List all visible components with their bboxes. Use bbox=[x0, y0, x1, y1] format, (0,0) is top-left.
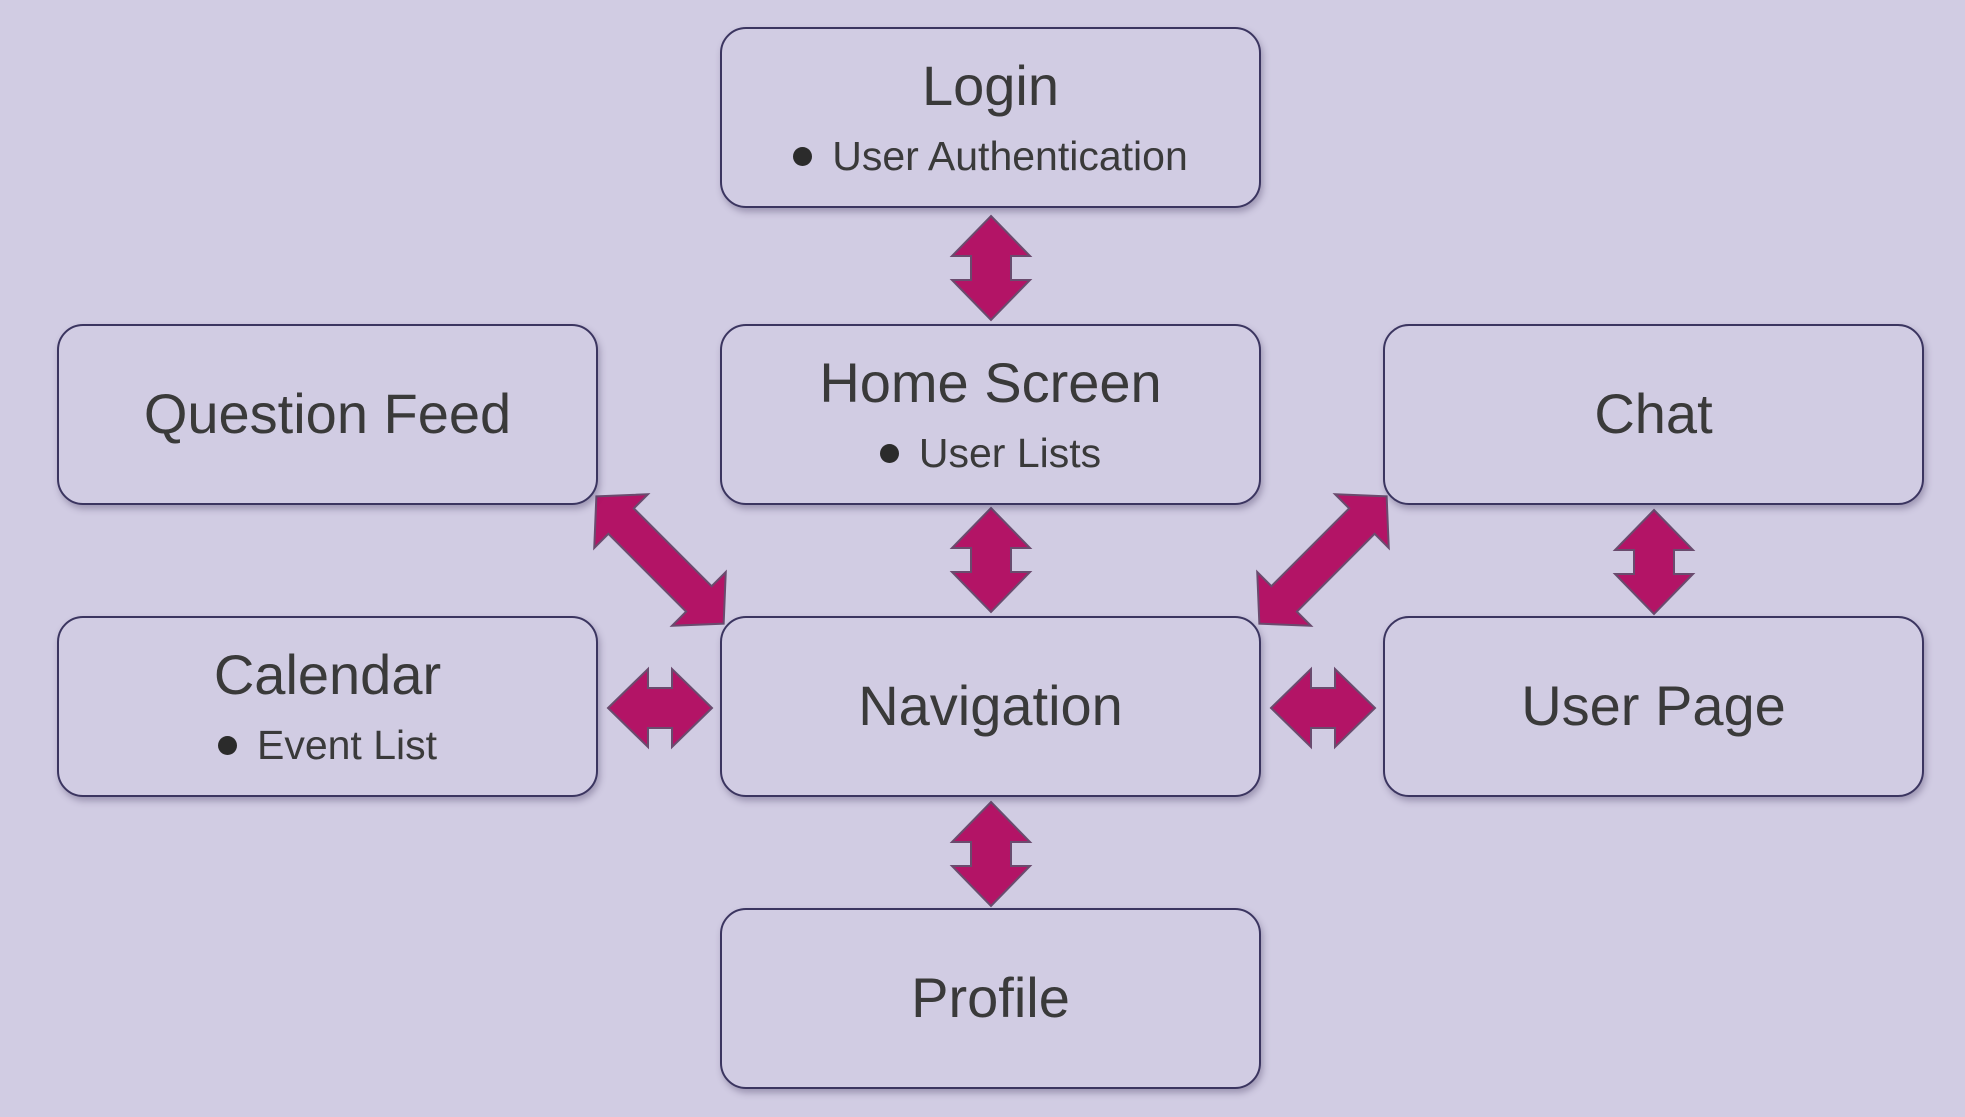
home-screen-box: Home Screen User Lists bbox=[720, 324, 1261, 505]
chat-title: Chat bbox=[1594, 382, 1713, 446]
login-item-text: User Authentication bbox=[832, 133, 1188, 180]
login-item: User Authentication bbox=[793, 132, 1188, 181]
question-feed-box: Question Feed bbox=[57, 324, 598, 505]
arrow-login-home bbox=[951, 215, 1031, 321]
login-title: Login bbox=[921, 53, 1060, 117]
home-screen-item: User Lists bbox=[879, 429, 1102, 478]
bullet-icon bbox=[793, 146, 813, 166]
calendar-box: Calendar Event List bbox=[57, 616, 598, 797]
login-box: Login User Authentication bbox=[720, 27, 1261, 208]
navigation-box: Navigation bbox=[720, 616, 1261, 797]
calendar-item: Event List bbox=[217, 721, 438, 770]
profile-title: Profile bbox=[911, 966, 1070, 1030]
arrow-navigation-profile bbox=[951, 801, 1031, 907]
bullet-icon bbox=[217, 735, 237, 755]
bullet-icon bbox=[879, 443, 899, 463]
arrow-navigation-userpage bbox=[1270, 668, 1376, 748]
calendar-title: Calendar bbox=[213, 642, 442, 706]
arrow-calendar-navigation bbox=[607, 668, 713, 748]
navigation-title: Navigation bbox=[858, 674, 1123, 738]
arrow-questionfeed-navigation bbox=[568, 468, 752, 652]
arrow-chat-navigation bbox=[1231, 468, 1415, 652]
home-screen-item-text: User Lists bbox=[918, 430, 1102, 477]
arrow-home-navigation bbox=[951, 507, 1031, 613]
chat-box: Chat bbox=[1383, 324, 1924, 505]
user-page-title: User Page bbox=[1521, 674, 1786, 738]
arrow-chat-userpage bbox=[1614, 509, 1694, 615]
profile-box: Profile bbox=[720, 908, 1261, 1089]
question-feed-title: Question Feed bbox=[143, 382, 512, 446]
user-page-box: User Page bbox=[1383, 616, 1924, 797]
calendar-item-text: Event List bbox=[256, 722, 438, 769]
home-screen-title: Home Screen bbox=[819, 350, 1162, 414]
